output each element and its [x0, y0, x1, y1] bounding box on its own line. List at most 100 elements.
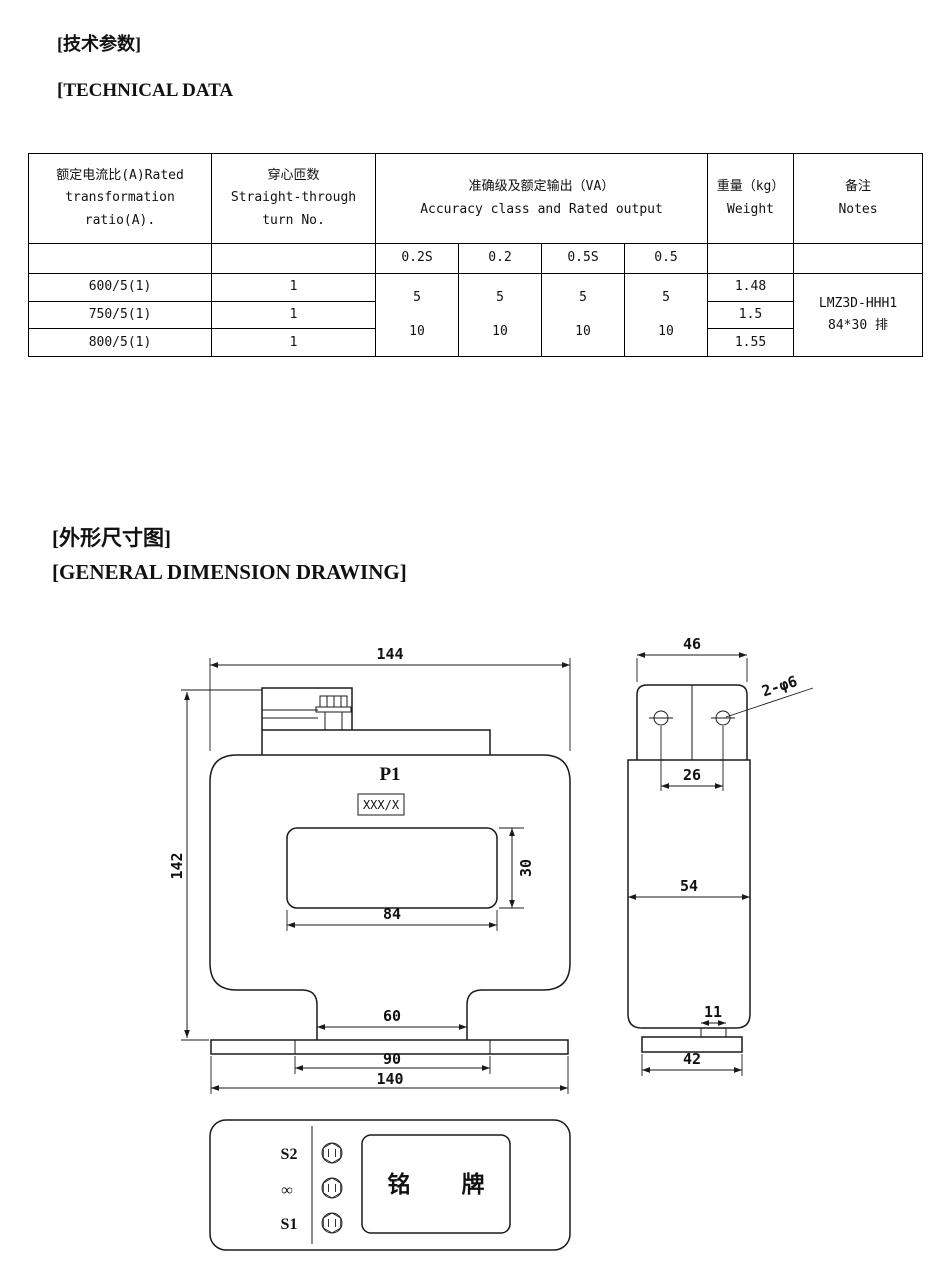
- dim-60: 60: [317, 1007, 467, 1030]
- empty-cell: [707, 243, 795, 274]
- heading-technical-data-en: [TECHNICAL DATA: [57, 80, 234, 101]
- dim-54: 54: [628, 877, 750, 900]
- general-dimension-drawing: P1 XXX/X 144 142 30: [168, 635, 814, 1251]
- va-top: 5: [496, 289, 504, 305]
- cell-ratio: 750/5(1): [28, 300, 212, 330]
- va-bottom: 10: [409, 324, 425, 340]
- dim-42: 42: [641, 1050, 743, 1076]
- empty-cell: [793, 243, 924, 274]
- dim-142: 142: [168, 689, 262, 1041]
- side-foot: 11: [700, 1003, 727, 1037]
- subheader-class-05: 0.5: [623, 243, 709, 274]
- heading-dimension-drawing-en: [GENERAL DIMENSION DRAWING]: [52, 560, 407, 584]
- label-s2: S2: [281, 1146, 298, 1163]
- ratio-marking-text: XXX/X: [363, 798, 400, 812]
- notes-size: 84*30 排: [828, 318, 888, 333]
- notes-model: LMZ3D-HHH1: [818, 295, 898, 311]
- cell-turns: 1: [211, 273, 376, 302]
- terminal-face-outline: [209, 1119, 571, 1251]
- va-values: 5 10: [543, 275, 624, 356]
- text-line: Notes: [838, 201, 878, 217]
- cell-va-output: 5 10: [623, 273, 709, 357]
- va-values: 5 10: [626, 275, 707, 356]
- nameplate-box: [361, 1134, 511, 1234]
- subheader-class-05s: 0.5S: [541, 243, 625, 274]
- dim-text-54: 54: [680, 877, 698, 895]
- nameplate-char-right: 牌: [462, 1171, 485, 1197]
- va-top: 5: [413, 289, 421, 305]
- header-turns: 穿心匝数 Straight-through turn No.: [211, 153, 376, 244]
- nameplate-char-left: 铭: [388, 1171, 411, 1197]
- dim-90: 90: [294, 1050, 491, 1074]
- table-row: 800/5(1) 1 1.55: [28, 328, 923, 357]
- cell-va-output: 5 10: [458, 273, 542, 357]
- dim-text-144: 144: [376, 645, 403, 663]
- cell-weight: 1.5: [707, 300, 795, 330]
- table-row: 750/5(1) 1 1.5: [28, 300, 923, 330]
- transformer-body-outline: [209, 754, 571, 1040]
- va-values: 5 10: [460, 275, 541, 356]
- text-line: 重量（kg）: [716, 179, 785, 195]
- dim-text-30: 30: [517, 859, 535, 877]
- dim-140: 140: [210, 1056, 569, 1094]
- dim-144: 144: [209, 645, 571, 751]
- dim-26: 26: [660, 726, 724, 791]
- label-s1: S1: [281, 1216, 298, 1233]
- header-weight: 重量（kg） Weight: [707, 153, 795, 244]
- text-line: Accuracy class and Rated output: [420, 201, 663, 217]
- dim-46: 46: [636, 635, 748, 682]
- dim-text-142: 142: [168, 852, 186, 879]
- va-bottom: 10: [658, 324, 674, 340]
- dim-text-90: 90: [383, 1050, 401, 1068]
- terminal-screw-s1: [321, 1212, 343, 1234]
- heading-dimension-drawing-cn: [外形尺寸图]: [52, 526, 171, 550]
- va-bottom: 10: [492, 324, 508, 340]
- heading-technical-params-cn: [技术参数]: [57, 34, 141, 54]
- header-rated-ratio: 额定电流比(A)Rated transformation ratio(A).: [28, 153, 212, 244]
- subheader-class-02: 0.2: [458, 243, 542, 274]
- header-accuracy-output: 准确级及额定输出（VA） Accuracy class and Rated ou…: [374, 153, 709, 244]
- dim-84: 84: [286, 905, 498, 931]
- dim-text-60: 60: [383, 1007, 401, 1025]
- terminal-screw-mid: [321, 1177, 343, 1199]
- terminal-screw: [315, 695, 352, 731]
- p1-terminal-label: P1: [379, 764, 400, 785]
- base-flange: [210, 1039, 569, 1055]
- text-line: 准确级及额定输出（VA）: [468, 179, 615, 195]
- cell-weight: 1.48: [707, 273, 795, 302]
- text-line: transformation: [65, 190, 175, 206]
- cell-turns: 1: [211, 328, 376, 357]
- cell-ratio: 800/5(1): [28, 328, 212, 357]
- empty-cell: [211, 243, 376, 274]
- va-top: 5: [662, 289, 670, 305]
- dim-30: 30: [499, 827, 535, 909]
- dim-text-46: 46: [683, 635, 701, 653]
- text-line: Straight-through: [230, 190, 357, 206]
- cell-turns: 1: [211, 300, 376, 330]
- cell-notes: LMZ3D-HHH1 84*30 排: [793, 273, 924, 357]
- side-base: [641, 1036, 743, 1053]
- core-window: [286, 827, 498, 909]
- subheader-class-02s: 0.2S: [375, 243, 459, 274]
- secondary-terminal-block: [261, 687, 491, 755]
- cell-va-output: 5 10: [375, 273, 459, 357]
- terminal-screw-s2: [321, 1142, 343, 1164]
- label-polarity: ∞: [281, 1182, 292, 1199]
- accuracy-subheader-row: 0.2S 0.2 0.5S 0.5: [28, 243, 924, 274]
- va-values: 5 10: [377, 275, 458, 356]
- technical-data-table: 额定电流比(A)Rated transformation ratio(A). 穿…: [28, 153, 924, 357]
- side-view: 2-φ6 46 26 54: [627, 635, 814, 1076]
- terminal-view: S2 ∞ S1 铭 牌: [209, 1119, 571, 1251]
- text-line: 穿心匝数: [267, 168, 320, 184]
- dim-text-84: 84: [383, 905, 401, 923]
- empty-cell: [28, 243, 212, 274]
- table-row: 600/5(1) 1 5 10 5 10 5: [28, 273, 924, 357]
- text-line: 备注: [845, 179, 872, 195]
- ratio-marking-box: [357, 793, 405, 816]
- table-header-row: 额定电流比(A)Rated transformation ratio(A). 穿…: [28, 153, 924, 244]
- header-notes: 备注 Notes: [793, 153, 924, 244]
- cell-weight: 1.55: [707, 328, 795, 357]
- hole-callout: 2-φ6: [725, 672, 814, 718]
- front-view: P1 XXX/X 144 142 30: [168, 645, 571, 1094]
